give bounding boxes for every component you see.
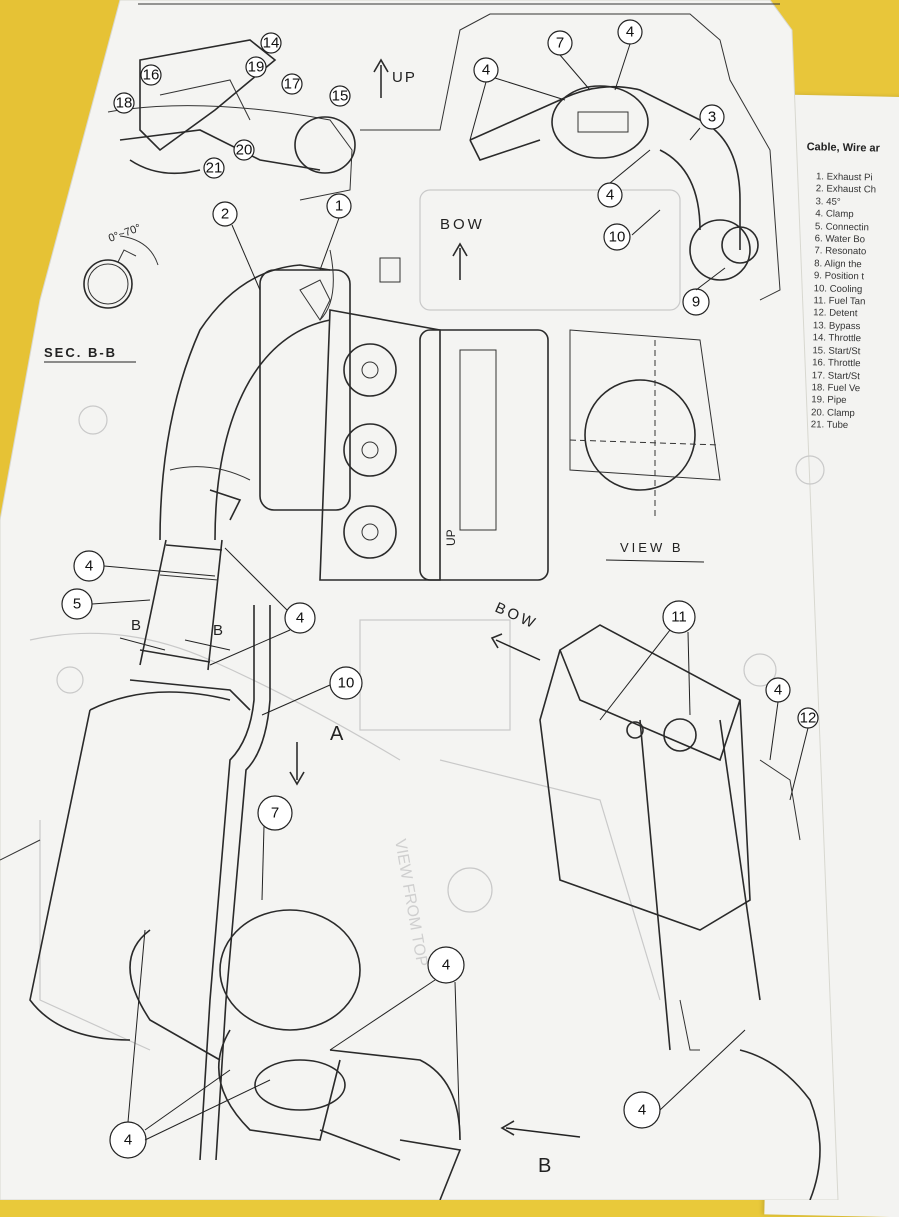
callout-21: 21	[203, 157, 225, 179]
callout-4e: 4	[284, 602, 316, 634]
exhaust-chamber	[0, 679, 251, 1041]
connecting-pipe: B B	[119, 539, 231, 671]
callout-14: 14	[260, 32, 282, 54]
resonator-assembly	[129, 909, 462, 1200]
svg-text:4: 4	[442, 957, 450, 974]
view-b-label: VIEW B	[620, 540, 684, 555]
callout-4g: 4	[109, 1121, 147, 1159]
callout-18: 18	[113, 92, 135, 114]
svg-text:9: 9	[692, 294, 700, 311]
callout-12: 12	[797, 707, 819, 729]
svg-text:4: 4	[638, 1102, 646, 1119]
callout-4h: 4	[623, 1091, 661, 1129]
callout-11: 11	[662, 600, 696, 634]
callout-9: 9	[682, 288, 710, 316]
view-b-detail: VIEW B	[569, 329, 721, 563]
callout-7b: 7	[257, 795, 293, 831]
up-small-label: UP	[444, 529, 458, 546]
arrow-b: B	[500, 1120, 581, 1177]
svg-text:11: 11	[671, 609, 687, 626]
engine-and-exhaust-assembly: UP	[159, 249, 549, 581]
fuel-tank	[539, 624, 821, 1200]
b-label: B	[538, 1155, 551, 1177]
callout-4f: 4	[427, 946, 465, 984]
svg-text:10: 10	[609, 229, 626, 246]
bow-label-top: BOW	[440, 216, 485, 233]
callout-2: 2	[212, 201, 238, 227]
b-right-label: B	[213, 622, 223, 639]
callout-10a: 10	[603, 223, 631, 251]
svg-text:19: 19	[248, 59, 265, 76]
svg-text:17: 17	[284, 76, 301, 93]
callout-4d: 4	[73, 550, 105, 582]
callout-4c: 4	[597, 182, 623, 208]
callout-5: 5	[61, 588, 93, 620]
arrow-a: A	[289, 723, 344, 786]
svg-text:4: 4	[774, 682, 782, 699]
callout-1: 1	[326, 193, 352, 219]
a-label: A	[330, 723, 344, 745]
svg-text:7: 7	[271, 805, 279, 822]
main-page-sheet	[0, 0, 839, 1200]
up-label: UP	[392, 69, 417, 86]
callout-3: 3	[699, 104, 725, 130]
svg-text:4: 4	[626, 24, 634, 41]
callout-10b: 10	[329, 666, 363, 700]
svg-text:2: 2	[221, 206, 229, 223]
svg-text:21: 21	[206, 160, 223, 177]
callout-4a: 4	[473, 57, 499, 83]
callout-16: 16	[140, 64, 162, 86]
svg-text:7: 7	[556, 35, 564, 52]
section-label: SEC. B-B	[44, 345, 117, 360]
svg-text:20: 20	[236, 142, 253, 159]
callout-15: 15	[329, 85, 351, 107]
svg-text:4: 4	[606, 187, 614, 204]
callout-19: 19	[245, 56, 267, 78]
inset-throttle-detail	[107, 39, 356, 201]
bow-arrow-top: BOW	[440, 216, 485, 280]
callout-17: 17	[281, 73, 303, 95]
svg-text:12: 12	[800, 710, 817, 727]
svg-text:10: 10	[338, 675, 355, 692]
svg-text:5: 5	[73, 596, 81, 613]
svg-text:4: 4	[482, 62, 490, 79]
callout-20: 20	[233, 139, 255, 161]
up-arrow-top: UP	[373, 58, 417, 98]
leader-lines	[91, 43, 809, 1141]
inset-water-box	[469, 85, 759, 281]
b-left-label: B	[131, 617, 141, 634]
svg-text:4: 4	[85, 558, 93, 575]
svg-text:1: 1	[335, 198, 343, 215]
svg-text:16: 16	[143, 67, 160, 84]
cooling-hose	[199, 605, 255, 1161]
svg-text:18: 18	[116, 95, 133, 112]
callout-7a: 7	[547, 30, 573, 56]
svg-text:15: 15	[332, 88, 349, 105]
svg-text:14: 14	[263, 35, 280, 52]
callouts: 1 2 3 4 4 4 4 4 4 4 4 4 5 7 7 9 10 10 11…	[61, 19, 819, 1159]
svg-text:4: 4	[296, 610, 304, 627]
callout-4b: 4	[617, 19, 643, 45]
svg-text:4: 4	[124, 1132, 132, 1149]
svg-text:3: 3	[708, 109, 716, 126]
inset-outline	[360, 13, 781, 301]
callout-4i: 4	[765, 677, 791, 703]
